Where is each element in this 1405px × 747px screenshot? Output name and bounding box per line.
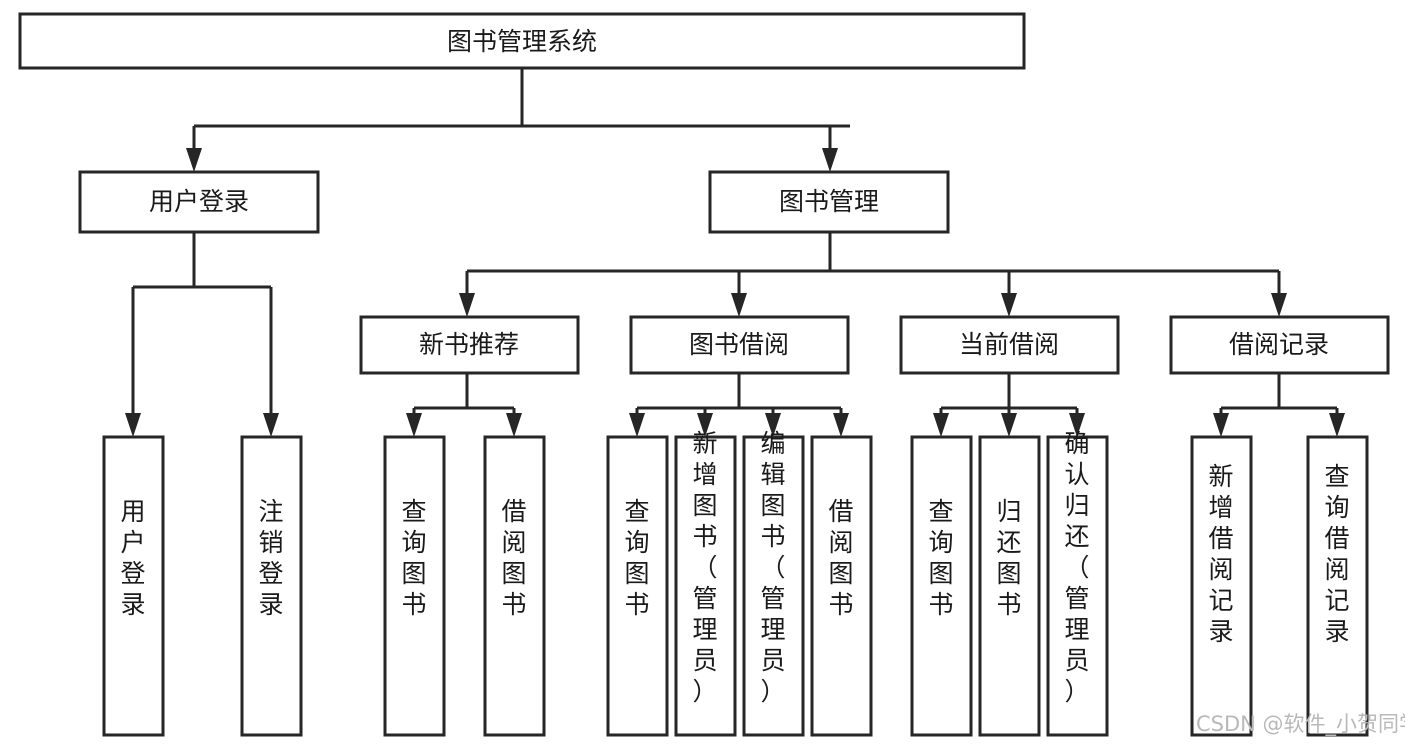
connector-user-login-to-leaves [125, 232, 279, 437]
node-leaf-current-borrow-0-label: 查询图书 [928, 497, 953, 619]
node-current-borrow[interactable]: 当前借阅 [899, 315, 1120, 375]
watermark-text: CSDN @软件_小贺同学 [1196, 712, 1405, 737]
node-leaf-book-borrow-3[interactable]: 借阅图书 [810, 435, 873, 737]
node-leaf-user-login-1[interactable]: 注销登录 [240, 435, 303, 737]
node-book-manage-label: 图书管理 [779, 187, 879, 216]
node-borrow-record[interactable]: 借阅记录 [1169, 315, 1390, 375]
node-leaf-book-borrow-3-label: 借阅图书 [828, 497, 853, 619]
connector-root-to-level2 [186, 68, 850, 172]
node-user-login[interactable]: 用户登录 [78, 170, 320, 234]
node-user-login-label: 用户登录 [149, 187, 249, 216]
node-book-manage[interactable]: 图书管理 [708, 170, 950, 234]
node-leaf-book-borrow-1[interactable]: 新增图书（管理员） [674, 429, 737, 737]
node-leaf-current-borrow-0[interactable]: 查询图书 [910, 435, 973, 737]
node-leaf-book-borrow-2-label: 编辑图书（管理员） [760, 429, 785, 706]
node-root[interactable]: 图书管理系统 [18, 12, 1026, 70]
node-leaf-user-login-1-label: 注销登录 [258, 497, 283, 619]
node-borrow-record-label: 借阅记录 [1229, 330, 1329, 359]
node-root-label: 图书管理系统 [447, 27, 597, 56]
node-leaf-borrow-record-0-label: 新增借阅记录 [1208, 462, 1233, 646]
node-leaf-current-borrow-1[interactable]: 归还图书 [978, 435, 1041, 737]
node-leaf-book-borrow-2[interactable]: 编辑图书（管理员） [742, 429, 805, 737]
connector-book-borrow-to-leaves [629, 373, 849, 437]
node-leaf-new-book-0[interactable]: 查询图书 [383, 435, 446, 737]
node-leaf-book-borrow-1-label: 新增图书（管理员） [692, 429, 717, 706]
connector-borrow-record-to-leaves [1213, 373, 1345, 437]
node-leaf-new-book-0-label: 查询图书 [401, 497, 426, 619]
node-book-borrow-label: 图书借阅 [689, 330, 789, 359]
node-leaf-user-login-0[interactable]: 用户登录 [102, 435, 165, 737]
node-leaf-current-borrow-1-label: 归还图书 [996, 497, 1021, 619]
node-book-borrow[interactable]: 图书借阅 [629, 315, 850, 375]
node-leaf-borrow-record-1[interactable]: 查询借阅记录 [1306, 435, 1369, 737]
connector-book-manage-to-level3 [459, 232, 1287, 317]
node-leaf-current-borrow-2[interactable]: 确认归还（管理员） [1046, 429, 1109, 737]
node-leaf-book-borrow-0-label: 查询图书 [624, 497, 649, 619]
connector-current-borrow-to-leaves [933, 373, 1085, 437]
node-leaf-borrow-record-0[interactable]: 新增借阅记录 [1190, 435, 1253, 737]
node-current-borrow-label: 当前借阅 [959, 330, 1059, 359]
node-leaf-borrow-record-1-label: 查询借阅记录 [1324, 462, 1349, 646]
connector-new-book-to-leaves [406, 373, 522, 437]
node-leaf-new-book-1[interactable]: 借阅图书 [483, 435, 546, 737]
node-leaf-user-login-0-label: 用户登录 [120, 497, 145, 619]
node-new-book-recommend-label: 新书推荐 [419, 330, 519, 359]
node-leaf-current-borrow-2-label: 确认归还（管理员） [1064, 429, 1089, 706]
node-leaf-book-borrow-0[interactable]: 查询图书 [606, 435, 669, 737]
node-leaf-new-book-1-label: 借阅图书 [501, 497, 526, 619]
node-new-book-recommend[interactable]: 新书推荐 [359, 315, 580, 375]
